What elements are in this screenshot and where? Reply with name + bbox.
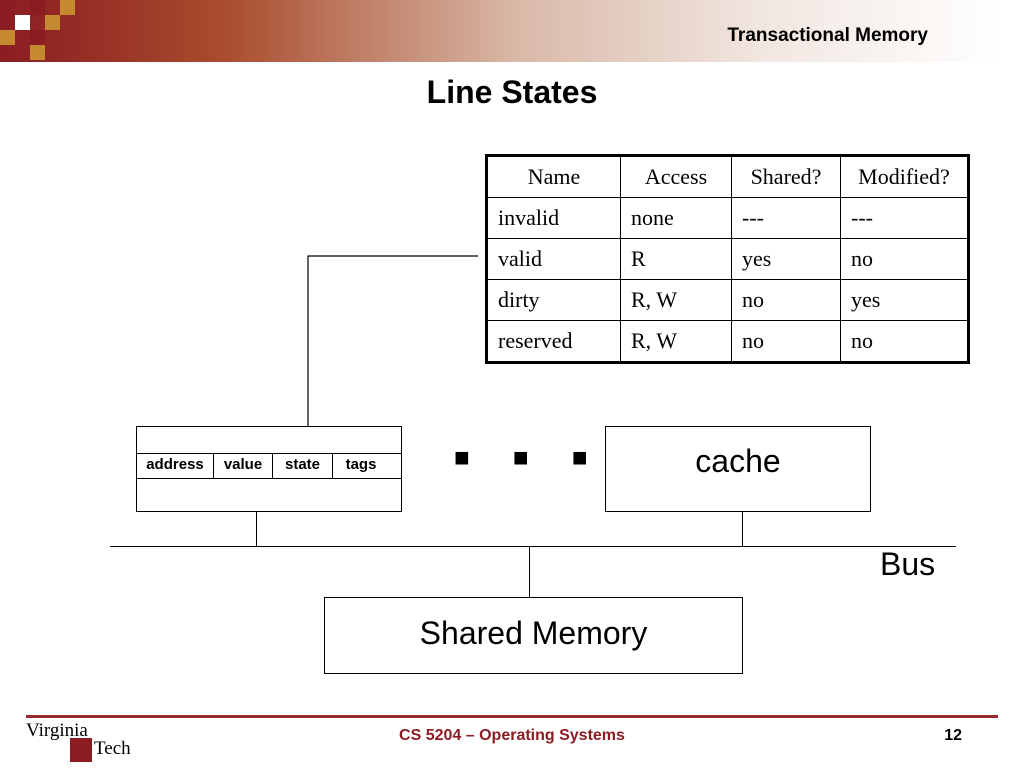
table-cell: valid <box>486 238 621 280</box>
footer-rule <box>26 715 998 718</box>
header-decor-square <box>30 30 45 45</box>
table-cell: no <box>840 238 969 280</box>
table-row: invalid none --- --- <box>486 197 969 239</box>
shared-memory-label: Shared Memory <box>419 615 648 651</box>
right-cache-connector <box>742 512 743 546</box>
table-cell: no <box>840 320 969 363</box>
cache-line-fields: address value state tags <box>137 453 401 479</box>
table-cell: yes <box>840 279 969 321</box>
field-state: state <box>273 454 333 478</box>
bus-label: Bus <box>880 546 936 582</box>
table-cell: --- <box>731 197 841 239</box>
table-row: reserved R, W no no <box>486 320 969 363</box>
logo-mark-icon <box>70 738 92 762</box>
logo-line1: Virginia <box>26 720 88 741</box>
university-logo: Virginia Tech <box>26 720 136 764</box>
header-decor-square <box>30 0 45 15</box>
field-value: value <box>214 454 273 478</box>
cache-line-box: address value state tags <box>136 426 402 512</box>
header-decor-square <box>60 0 75 15</box>
table-cell: no <box>731 279 841 321</box>
field-tags: tags <box>345 456 377 473</box>
table-cell: invalid <box>486 197 621 239</box>
header-decor-square <box>30 45 45 60</box>
header-decor-square <box>0 30 15 45</box>
field-address: address <box>137 454 214 478</box>
ellipsis: ■ ■ ■ <box>454 442 606 472</box>
table-cell: R <box>620 238 732 280</box>
header-decor-square <box>45 15 60 30</box>
header-decor-square <box>0 0 15 15</box>
slide-title: Line States <box>426 74 598 110</box>
bus-line <box>110 546 956 547</box>
table-cell: reserved <box>486 320 621 363</box>
table-row: valid R yes no <box>486 238 969 280</box>
table-cell: yes <box>731 238 841 280</box>
header-decor-square <box>15 15 30 30</box>
cache-label: cache <box>695 443 781 479</box>
table-cell: dirty <box>486 279 621 321</box>
shared-memory-box: Shared Memory <box>324 597 743 674</box>
cache-box: cache <box>605 426 871 512</box>
table-cell: R, W <box>620 279 732 321</box>
column-header: Modified? <box>840 155 969 198</box>
logo-line2: Tech <box>94 738 131 759</box>
page-number: 12 <box>944 727 962 744</box>
header-bar <box>0 0 1024 62</box>
left-cache-connector <box>256 512 257 546</box>
table-cell: --- <box>840 197 969 239</box>
course-title: CS 5204 – Operating Systems <box>399 727 625 744</box>
memory-connector <box>529 546 530 597</box>
line-states-table: Name Access Shared? Modified? invalid no… <box>485 154 970 364</box>
table-cell: no <box>731 320 841 363</box>
table-row: dirty R, W no yes <box>486 279 969 321</box>
header-title: Transactional Memory <box>727 25 928 46</box>
